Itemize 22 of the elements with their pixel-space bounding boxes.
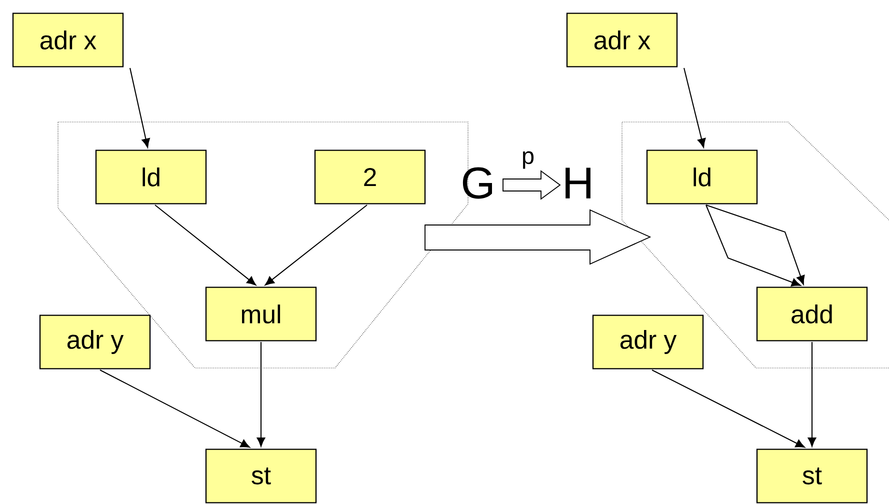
instruction-box: mul [205,286,317,342]
arrow [808,342,816,447]
arrow [684,68,706,148]
instruction-box: adr x [12,12,124,68]
rule-symbol: G [462,167,492,199]
instruction-box: adr x [566,12,678,68]
arrow [264,204,368,286]
rule-symbol: H [566,168,590,198]
arrow [100,370,250,448]
instruction-box: st [205,448,317,504]
instruction-box: adr y [592,314,704,370]
instruction-box: add [756,286,868,342]
arrow [154,204,256,286]
instruction-box: adr y [39,314,151,370]
arrow [256,342,266,447]
instruction-box: st [756,448,868,504]
rule-symbol: p [523,151,534,169]
arrow [130,68,150,148]
instruction-box: ld [95,150,207,204]
instruction-box: ld [646,150,758,204]
arrow [652,370,805,448]
instruction-box: 2 [314,150,426,204]
